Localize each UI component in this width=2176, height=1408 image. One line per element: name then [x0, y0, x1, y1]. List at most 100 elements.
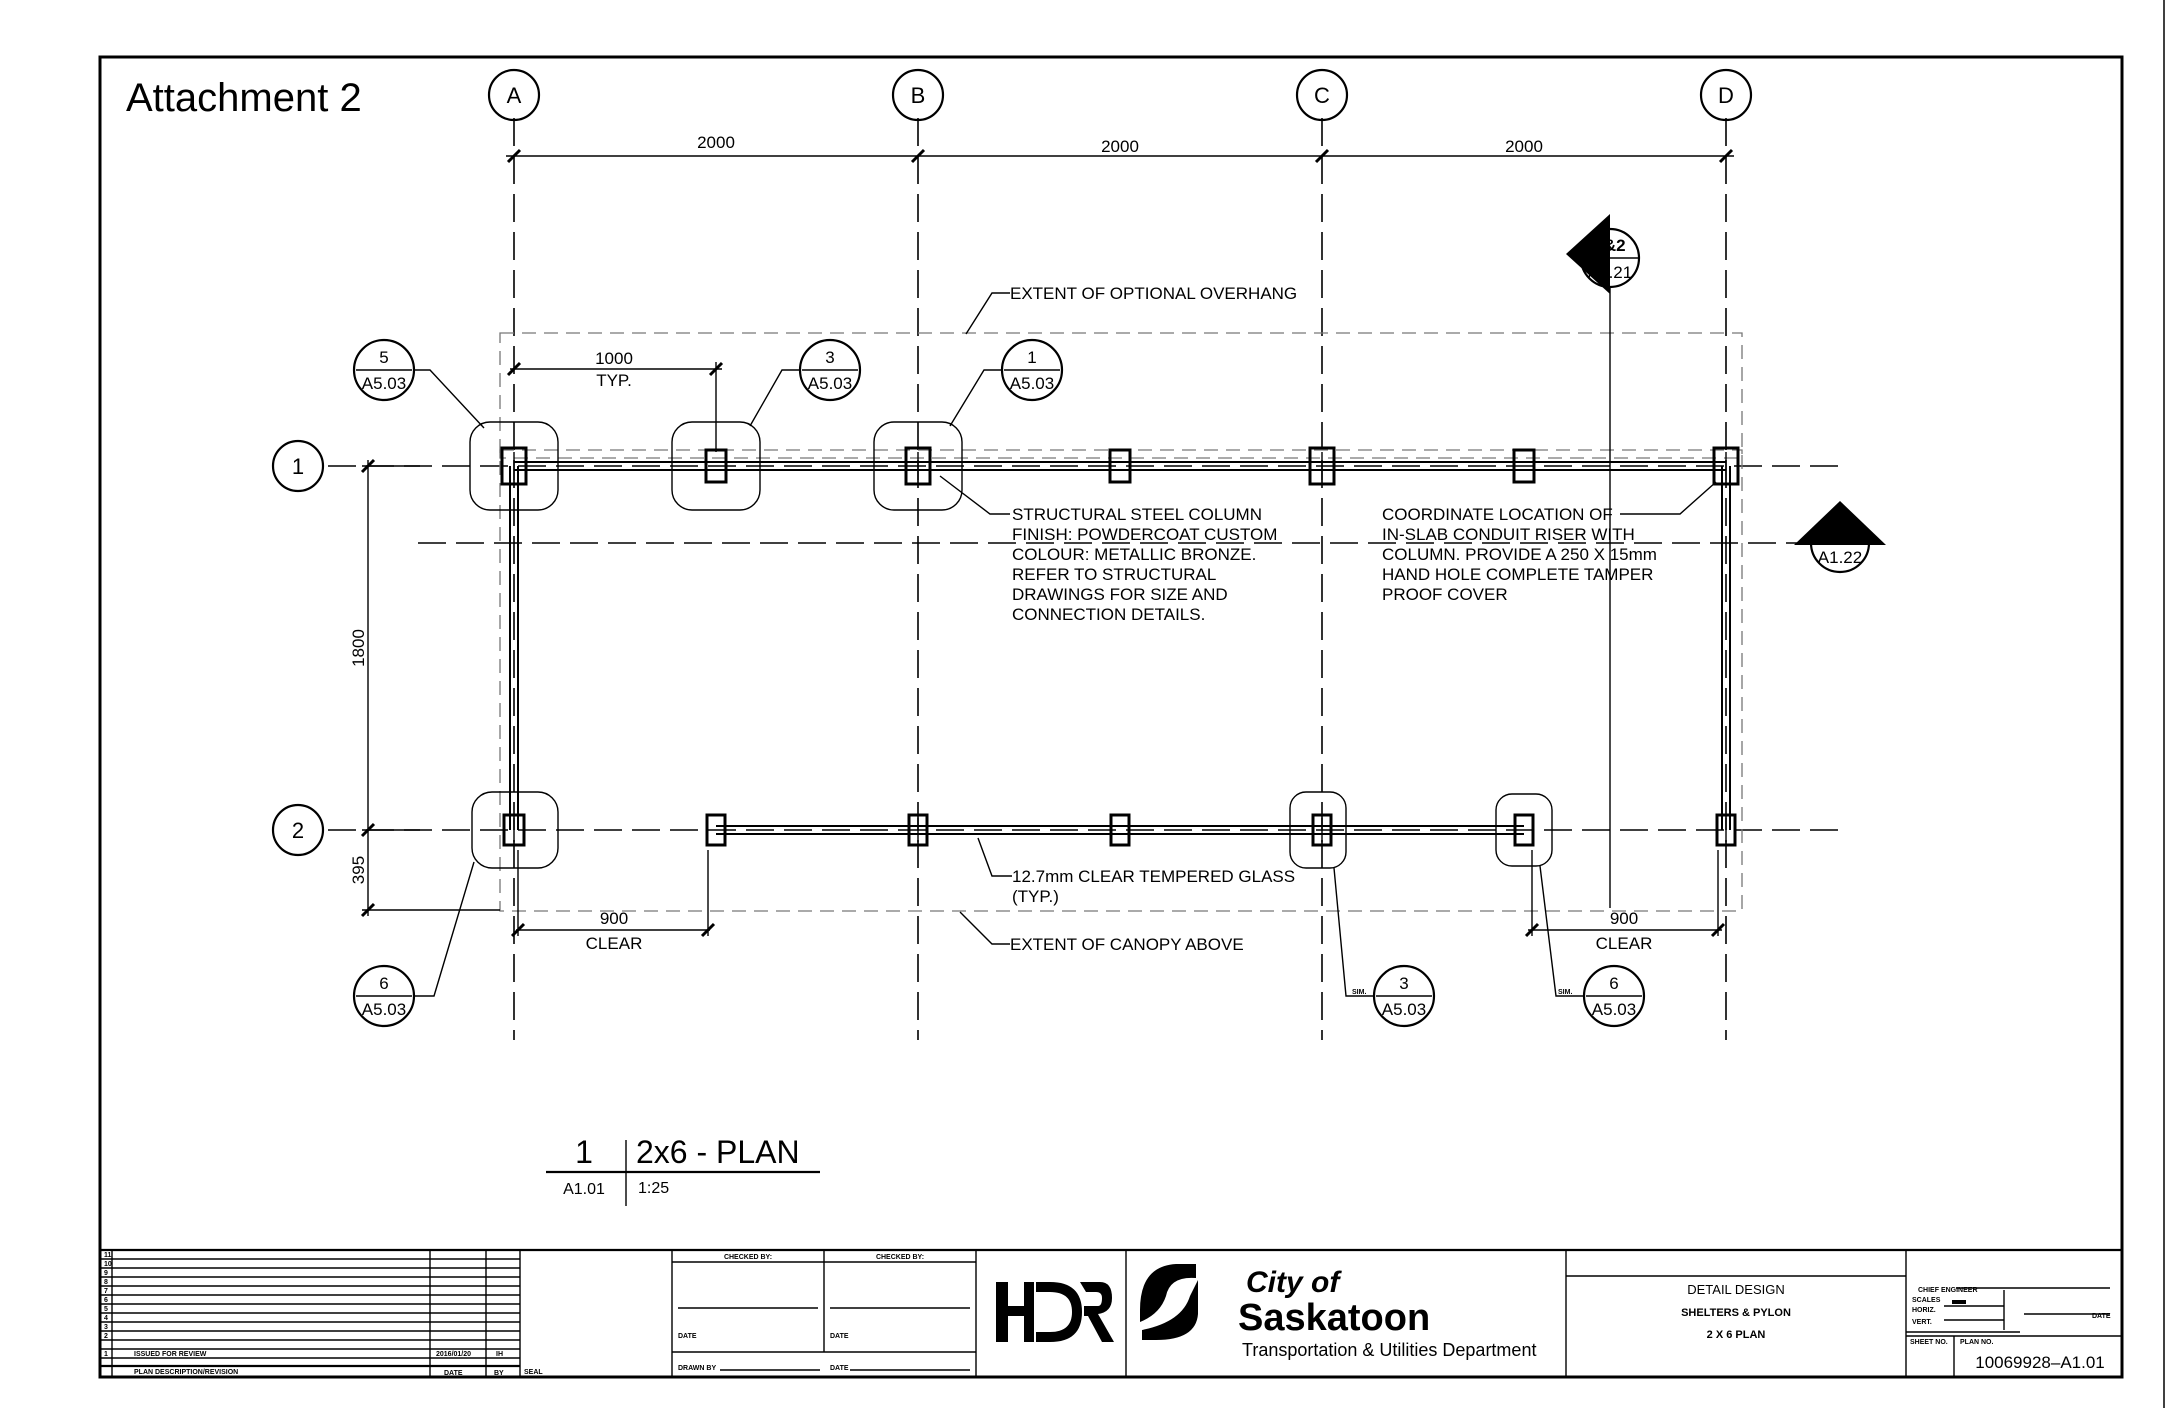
svg-text:COORDINATE LOCATION OF: COORDINATE LOCATION OF: [1382, 505, 1613, 524]
svg-text:B: B: [911, 83, 926, 108]
typ-spacing-dimension: 1000 TYP.: [506, 349, 724, 452]
depth-dimension: 1800 395: [349, 458, 500, 918]
svg-text:A5.03: A5.03: [808, 374, 852, 393]
project-title: DETAIL DESIGN SHELTERS & PYLON 2 X 6 PLA…: [1565, 1250, 1906, 1377]
svg-text:CLEAR: CLEAR: [1596, 934, 1653, 953]
svg-text:9: 9: [104, 1270, 108, 1277]
svg-text:SEAL: SEAL: [524, 1369, 543, 1376]
grid-bubble-1: 1: [271, 439, 325, 493]
svg-text:6: 6: [379, 974, 388, 993]
svg-text:PLAN NO.: PLAN NO.: [1960, 1339, 1994, 1346]
svg-text:IH: IH: [496, 1351, 503, 1358]
note-optional-overhang: EXTENT OF OPTIONAL OVERHANG: [965, 284, 1297, 335]
svg-text:REFER TO STRUCTURAL: REFER TO STRUCTURAL: [1012, 565, 1216, 584]
attachment-title: Attachment 2: [126, 76, 362, 120]
svg-text:3: 3: [1399, 974, 1408, 993]
svg-text:A1.21: A1.21: [1588, 263, 1632, 282]
svg-text:12.7mm CLEAR TEMPERED GLASS: 12.7mm CLEAR TEMPERED GLASS: [1012, 867, 1295, 886]
city-logo-mark: [1140, 1264, 1196, 1322]
section-marker-a122: 1 A1.22: [1794, 501, 1886, 574]
grid-bubble-a: A: [487, 68, 541, 122]
section-marker-a121: 1&2 A1.21: [1566, 214, 1641, 908]
svg-text:5: 5: [104, 1306, 108, 1313]
svg-text:1: 1: [104, 1351, 108, 1358]
svg-text:2016/01/20: 2016/01/20: [436, 1351, 471, 1358]
svg-text:VERT.: VERT.: [1912, 1319, 1932, 1326]
grid-bubble-d: D: [1699, 68, 1753, 122]
svg-text:SIM.: SIM.: [1558, 989, 1572, 996]
svg-text:A5.03: A5.03: [1010, 374, 1054, 393]
note-tempered-glass: 12.7mm CLEAR TEMPERED GLASS (TYP.): [977, 837, 1295, 906]
hdr-logo: [975, 1250, 1114, 1377]
svg-text:900: 900: [600, 909, 628, 928]
svg-text:A1.22: A1.22: [1818, 548, 1862, 567]
svg-text:PROOF COVER: PROOF COVER: [1382, 585, 1508, 604]
callout-sim-6-a503: 6 A5.03 SIM.: [1539, 865, 1646, 1028]
checked-by-block: CHECKED BY: CHECKED BY: DATE DATE DRAWN …: [671, 1250, 976, 1377]
svg-text:A: A: [507, 83, 522, 108]
plan-number-block: CHIEF ENGINEER SCALES HORIZ. VERT. DATE …: [1905, 1250, 2122, 1377]
svg-text:HORIZ.: HORIZ.: [1912, 1307, 1936, 1314]
svg-text:900: 900: [1610, 909, 1638, 928]
top-dimension-string: 2000 2000 2000: [506, 133, 1734, 164]
svg-text:IN-SLAB CONDUIT RISER WITH: IN-SLAB CONDUIT RISER WITH: [1382, 525, 1635, 544]
svg-text:1: 1: [1835, 521, 1844, 540]
svg-text:1: 1: [1027, 348, 1036, 367]
callout-3-a503: 3 A5.03: [749, 338, 862, 427]
svg-text:CLEAR: CLEAR: [586, 934, 643, 953]
note-canopy-above: EXTENT OF CANOPY ABOVE: [959, 911, 1244, 954]
svg-text:DATE: DATE: [830, 1333, 849, 1340]
svg-text:5: 5: [379, 348, 388, 367]
svg-text:2 X 6 PLAN: 2 X 6 PLAN: [1707, 1329, 1766, 1341]
svg-text:CHIEF ENGINEER: CHIEF ENGINEER: [1918, 1287, 1978, 1294]
clear-dimension-right: 900 CLEAR: [1524, 850, 1726, 953]
svg-text:1&2: 1&2: [1594, 236, 1625, 255]
svg-text:CONNECTION DETAILS.: CONNECTION DETAILS.: [1012, 605, 1205, 624]
svg-text:EXTENT OF CANOPY ABOVE: EXTENT OF CANOPY ABOVE: [1010, 935, 1244, 954]
svg-text:SHEET NO.: SHEET NO.: [1910, 1339, 1948, 1346]
svg-text:COLOUR: METALLIC BRONZE.: COLOUR: METALLIC BRONZE.: [1012, 545, 1256, 564]
svg-text:TYP.: TYP.: [596, 371, 632, 390]
svg-text:6: 6: [104, 1297, 108, 1304]
dim-ab: 2000: [697, 133, 735, 152]
svg-text:2: 2: [292, 818, 304, 843]
svg-text:DRAWN BY: DRAWN BY: [678, 1365, 716, 1372]
svg-text:395: 395: [349, 856, 368, 884]
view-scale: 1:25: [638, 1180, 669, 1197]
note-conduit-riser: COORDINATE LOCATION OF IN-SLAB CONDUIT R…: [1382, 481, 1717, 604]
callout-5-a503: 5 A5.03: [352, 338, 485, 429]
svg-text:A5.03: A5.03: [1382, 1000, 1426, 1019]
svg-text:DATE: DATE: [678, 1333, 697, 1340]
grid-lines: [328, 118, 1840, 1040]
view-name: 2x6 - PLAN: [636, 1134, 800, 1170]
svg-text:A5.03: A5.03: [1592, 1000, 1636, 1019]
svg-text:HAND HOLE COMPLETE TAMPER: HAND HOLE COMPLETE TAMPER: [1382, 565, 1653, 584]
svg-text:11: 11: [104, 1252, 112, 1259]
svg-text:10: 10: [104, 1261, 112, 1268]
svg-text:CHECKED BY:: CHECKED BY:: [724, 1254, 772, 1261]
svg-text:COLUMN. PROVIDE A 250 X 15mm: COLUMN. PROVIDE A 250 X 15mm: [1382, 545, 1657, 564]
svg-text:4: 4: [104, 1315, 108, 1322]
svg-text:2: 2: [104, 1333, 108, 1340]
svg-text:A5.03: A5.03: [362, 1000, 406, 1019]
svg-text:DETAIL DESIGN: DETAIL DESIGN: [1687, 1282, 1785, 1297]
grid-bubble-c: C: [1295, 68, 1349, 122]
svg-text:ISSUED FOR REVIEW: ISSUED FOR REVIEW: [134, 1351, 207, 1358]
svg-text:EXTENT OF OPTIONAL OVERHANG: EXTENT OF OPTIONAL OVERHANG: [1010, 284, 1297, 303]
svg-text:DRAWINGS FOR SIZE AND: DRAWINGS FOR SIZE AND: [1012, 585, 1228, 604]
svg-text:SHELTERS & PYLON: SHELTERS & PYLON: [1681, 1307, 1791, 1319]
svg-text:BY: BY: [494, 1370, 504, 1377]
svg-text:DATE: DATE: [2092, 1313, 2111, 1320]
svg-text:3: 3: [104, 1324, 108, 1331]
dim-bc: 2000: [1101, 137, 1139, 156]
note-structural-column: STRUCTURAL STEEL COLUMN FINISH: POWDERCO…: [939, 475, 1277, 624]
svg-text:DATE: DATE: [444, 1370, 463, 1377]
view-title: 1 2x6 - PLAN A1.01 1:25: [546, 1134, 820, 1206]
svg-text:A5.03: A5.03: [362, 374, 406, 393]
svg-text:1000: 1000: [595, 349, 633, 368]
city-name-line2: Saskatoon: [1238, 1297, 1430, 1339]
view-number: 1: [575, 1134, 593, 1170]
sheet-border: [98, 55, 2124, 1379]
plan-number: 10069928–A1.01: [1975, 1353, 2105, 1372]
